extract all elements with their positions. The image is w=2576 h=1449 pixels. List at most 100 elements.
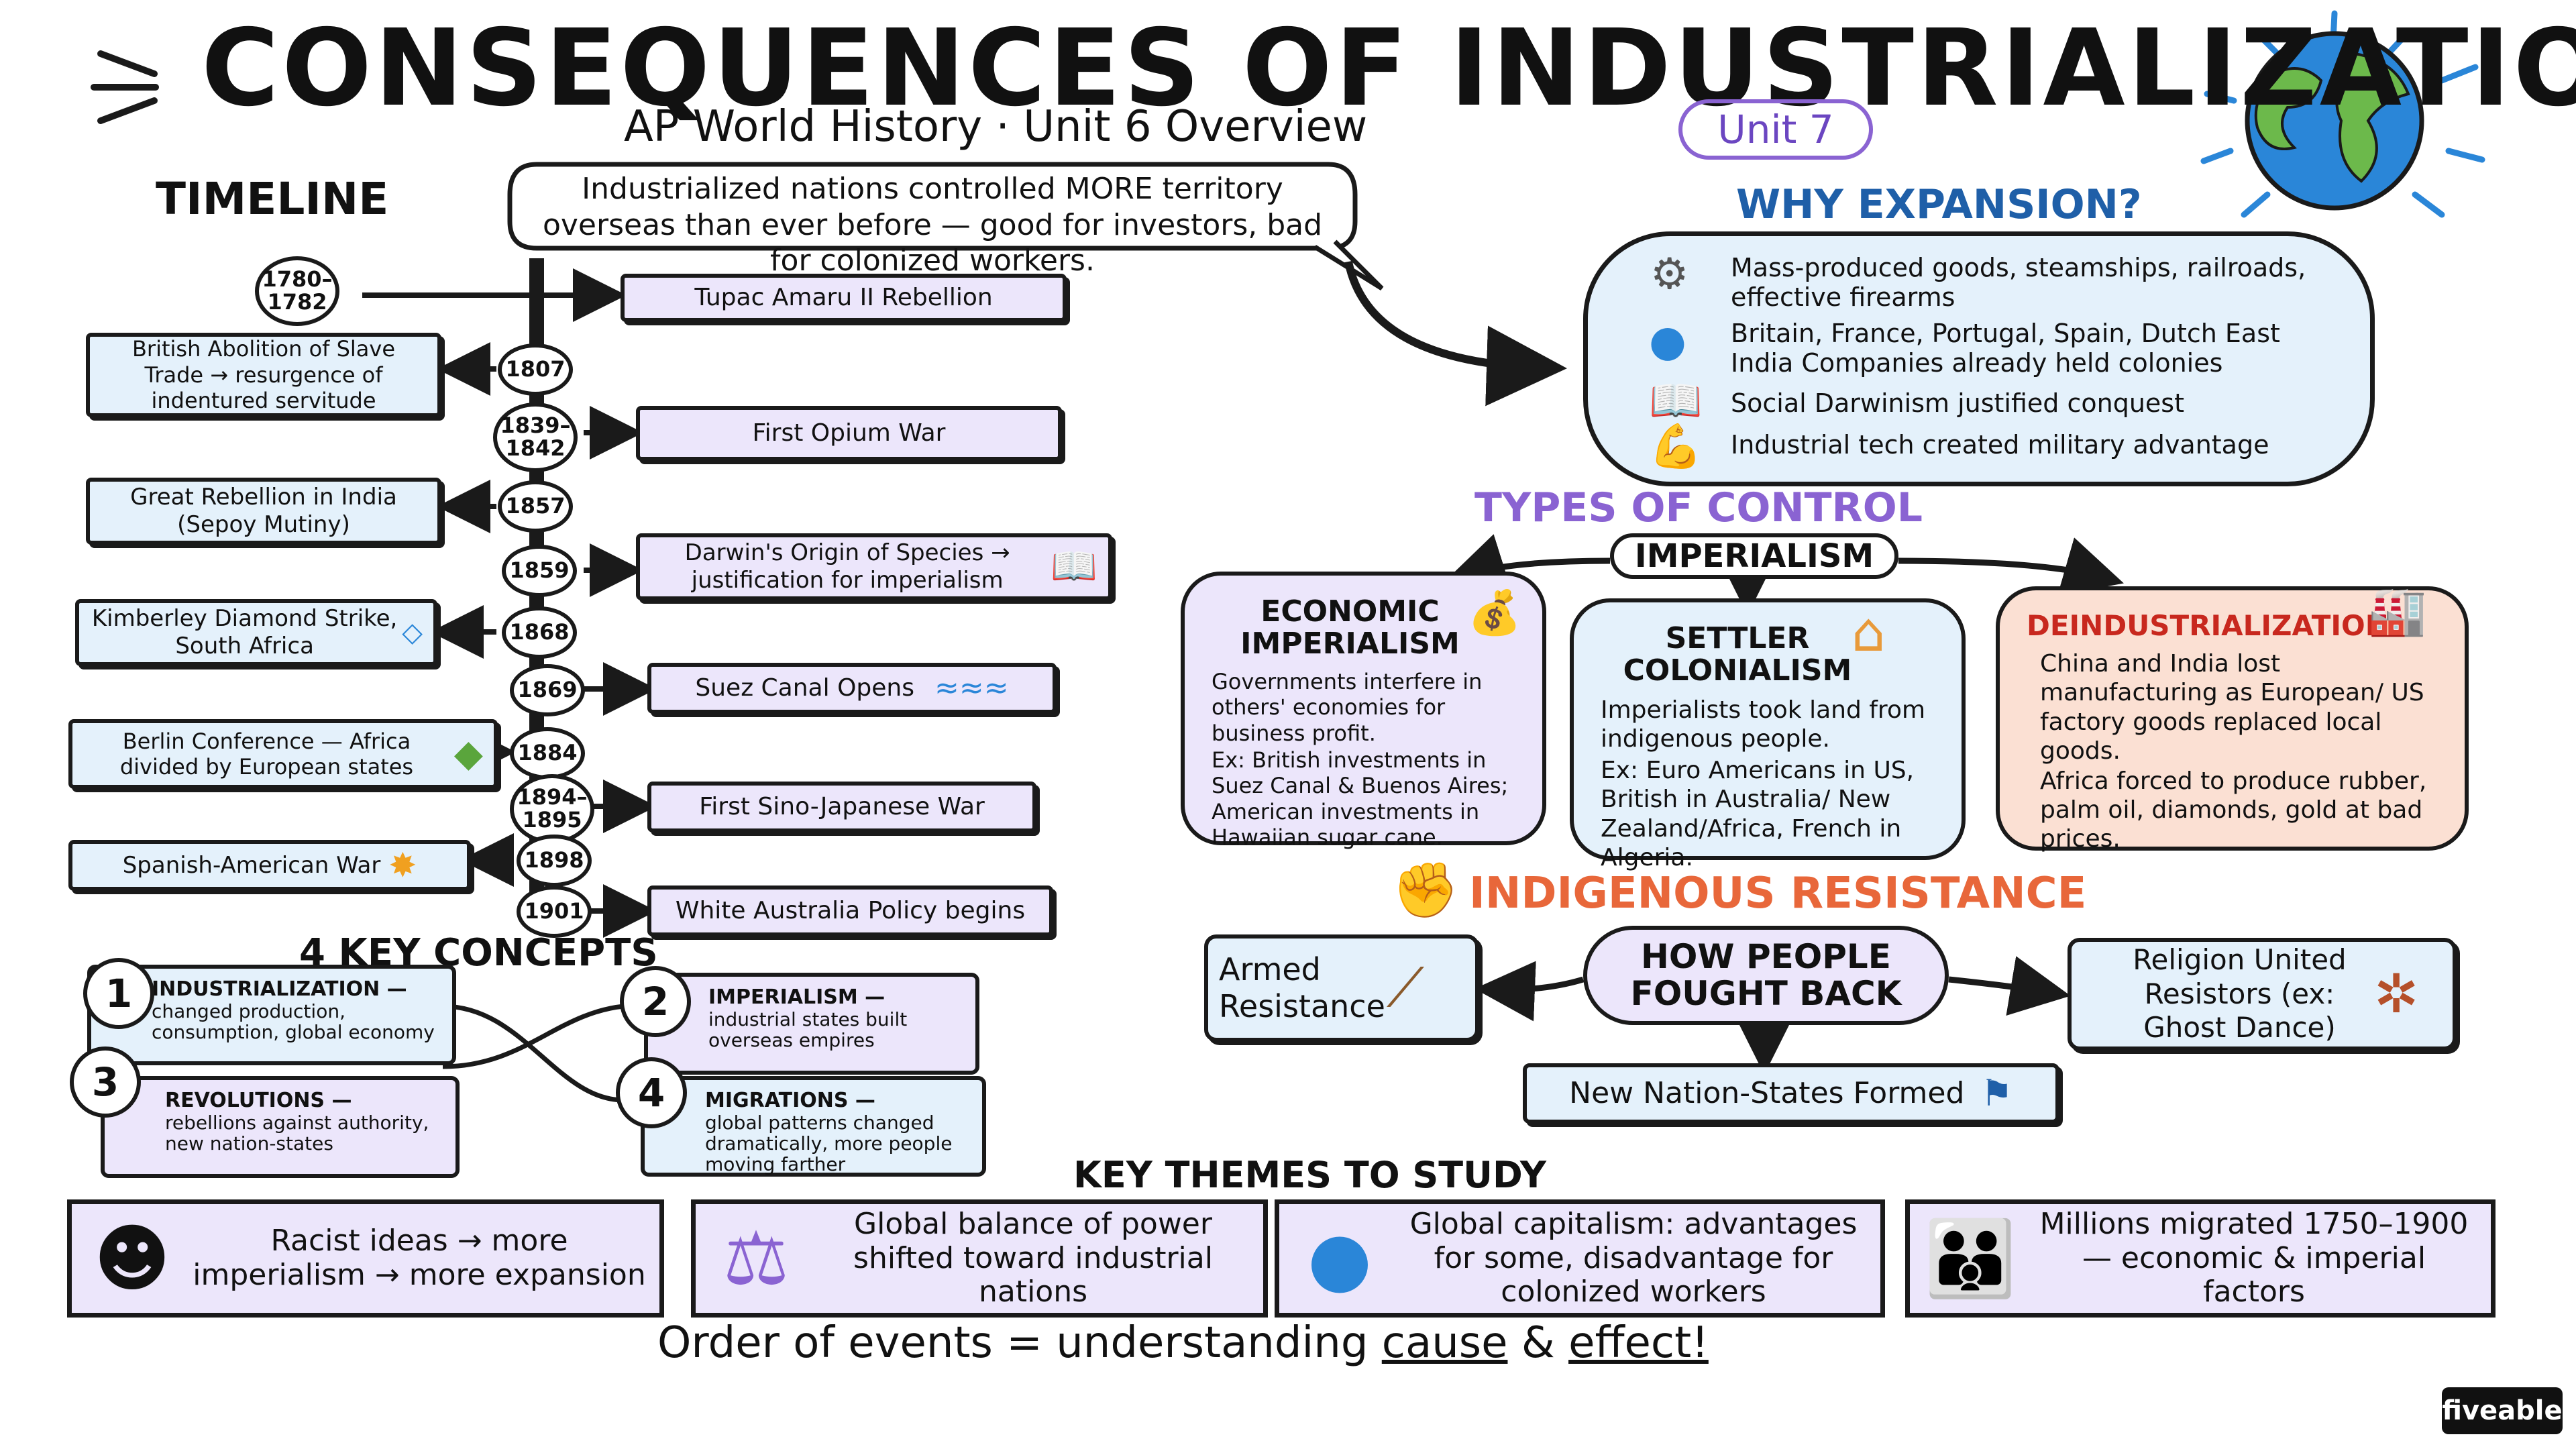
scales-icon: ⚖ (722, 1215, 790, 1301)
diamond-icon: ◇ (402, 617, 423, 648)
armed-resistance-label: Armed Resistance (1219, 951, 1385, 1024)
footer-line: Order of events = understanding cause & … (657, 1318, 1709, 1368)
timeline-heading: TIMELINE (156, 173, 389, 225)
concept-1-title: INDUSTRIALIZATION — (152, 977, 407, 1001)
event-darwin-label: Darwin's Origin of Species → justificati… (684, 539, 1010, 594)
globe-icon (2247, 34, 2422, 208)
religion-resistance: Religion United Resistors (ex: Ghost Dan… (2068, 938, 2457, 1051)
event-suez-label: Suez Canal Opens (695, 674, 914, 702)
theme-4-text: Millions migrated 1750–1900 — economic &… (2039, 1207, 2469, 1309)
footer-effect: effect! (1568, 1318, 1709, 1368)
spear-icon: ⟋ (1387, 957, 1424, 1019)
card-deind-body: China and India lost manufacturing as Eu… (2040, 650, 2424, 765)
waves-icon: ≈≈≈ (934, 670, 1009, 705)
house-icon: ⌂ (1851, 601, 1886, 663)
event-kimberley-label: Kimberley Diamond Strike, South Africa (91, 605, 398, 659)
theme-3-text: Global capitalism: advantages for some, … (1409, 1207, 1858, 1309)
card-settler-body: Imperialists took land from indigenous p… (1601, 696, 1926, 753)
fist-icon: ✊ (1392, 859, 1459, 921)
event-white-australia: White Australia Policy begins (647, 885, 1053, 936)
gear-icon: ⚙ (1650, 250, 1689, 299)
card-settler-title: SETTLER COLONIALISM (1623, 621, 1852, 688)
concept-2-title: IMPERIALISM — (708, 985, 885, 1009)
event-tupac: Tupac Amaru II Rebellion (621, 274, 1067, 322)
card-deind-title: DEINDUSTRIALIZATION (2027, 609, 2389, 642)
concept-2-body: industrial states built overseas empires (708, 1008, 908, 1051)
religion-resistance-label: Religion United Resistors (ex: Ghost Dan… (2133, 943, 2347, 1044)
concept-3-title: REVOLUTIONS — (165, 1089, 352, 1112)
date-1894: 1894– 1895 (510, 774, 594, 844)
concept-3-number: 3 (70, 1046, 141, 1118)
factory-icon: 🏭 (2368, 584, 2427, 639)
event-great-rebellion: Great Rebellion in India (Sepoy Mutiny) (86, 478, 441, 545)
money-bag-icon: 💰 (1468, 588, 1521, 638)
migrants-icon: 👪 (1924, 1215, 2017, 1301)
date-1869: 1869 (510, 664, 585, 716)
card-economic-body: Governments interfere in others' economi… (1212, 668, 1483, 746)
new-nation-states-label: New Nation-States Formed (1569, 1075, 1965, 1110)
date-1898: 1898 (517, 835, 592, 887)
themes-heading: KEY THEMES TO STUDY (1073, 1154, 1546, 1196)
head-silhouette-icon: ☻ (93, 1215, 171, 1301)
card-settler: SETTLER COLONIALISM Imperialists took la… (1570, 598, 1966, 871)
event-sino-japanese: First Sino-Japanese War (647, 782, 1036, 833)
muscle-icon: 💪 (1649, 422, 1703, 472)
open-book-icon: 📖 (1649, 376, 1703, 426)
date-1780: 1780– 1782 (255, 256, 339, 326)
event-berlin-label: Berlin Conference — Africa divided by Eu… (119, 728, 414, 780)
resistance-heading: INDIGENOUS RESISTANCE (1469, 869, 2087, 918)
how-fought-back: HOW PEOPLE FOUGHT BACK (1583, 926, 1949, 1025)
event-spanish-label: Spanish-American War (122, 851, 381, 879)
new-nation-states: New Nation-States Formed ⚑ (1523, 1063, 2059, 1124)
dreamcatcher-icon: ✲ (2373, 963, 2419, 1025)
event-abolition: British Abolition of Slave Trade → resur… (86, 333, 441, 417)
concept-2-number: 2 (620, 966, 691, 1037)
globe-small-icon: ● (1649, 317, 1686, 366)
footer-prefix: Order of events = understanding (657, 1318, 1368, 1368)
footer-cause: cause (1381, 1318, 1508, 1368)
theme-balance-of-power: ⚖ Global balance of power shifted toward… (691, 1199, 1268, 1318)
flag-icon: ⚑ (1980, 1071, 2013, 1114)
why-heading: WHY EXPANSION? (1736, 181, 2142, 228)
concept-3: REVOLUTIONS — rebellions against authori… (101, 1076, 460, 1178)
concept-4-title: MIGRATIONS — (705, 1089, 875, 1112)
event-spanish-american: Spanish-American War ✸ (68, 840, 471, 891)
theme-1-text: Racist ideas → more imperialism → more e… (193, 1224, 646, 1292)
card-deindustrialization: DEINDUSTRIALIZATION China and India lost… (1996, 586, 2469, 853)
card-economic-title: ECONOMIC IMPERIALISM (1240, 594, 1460, 661)
fiveable-logo: fiveable (2442, 1387, 2563, 1434)
date-1884: 1884 (510, 727, 585, 780)
card-settler-example: Ex: Euro Americans in US, British in Aus… (1601, 757, 1915, 871)
explosion-icon: ✸ (388, 846, 417, 885)
card-economic: ECONOMIC IMPERIALISM Governments interfe… (1181, 572, 1546, 850)
date-1857: 1857 (498, 480, 573, 533)
earth-icon: ● (1307, 1215, 1372, 1301)
imperialism-root: IMPERIALISM (1610, 533, 1898, 579)
event-darwin: Darwin's Origin of Species → justificati… (636, 533, 1112, 600)
why-item-4: Industrial tech created military advanta… (1731, 430, 2269, 460)
unit-badge: Unit 7 (1678, 99, 1873, 160)
event-opium: First Opium War (636, 406, 1062, 461)
concept-1: INDUSTRIALIZATION — changed production, … (87, 965, 456, 1065)
theme-global-capitalism: ● Global capitalism: advantages for some… (1275, 1199, 1885, 1318)
theme-migration: 👪 Millions migrated 1750–1900 — economic… (1905, 1199, 2496, 1318)
control-heading: TYPES OF CONTROL (1474, 484, 1923, 531)
concept-1-body: changed production, consumption, global … (152, 1000, 435, 1043)
date-1901: 1901 (517, 885, 592, 938)
book-icon: 📖 (1051, 545, 1097, 589)
card-deind-example: Africa forced to produce rubber, palm oi… (2040, 767, 2427, 853)
why-cloud (1583, 231, 2375, 486)
date-1839: 1839– 1842 (493, 402, 578, 472)
page-subtitle: AP World History · Unit 6 Overview (624, 102, 1368, 152)
concept-2: IMPERIALISM — industrial states built ov… (644, 973, 979, 1075)
date-1868: 1868 (502, 606, 577, 659)
date-1807: 1807 (498, 343, 573, 396)
page-title: CONSEQUENCES OF INDUSTRIALIZATION (201, 7, 2576, 130)
concept-3-body: rebellions against authority, new nation… (165, 1111, 429, 1155)
card-economic-example: Ex: British investments in Suez Canal & … (1212, 747, 1509, 851)
theme-racist-ideas: ☻ Racist ideas → more imperialism → more… (67, 1199, 664, 1318)
event-berlin: Berlin Conference — Africa divided by Eu… (68, 719, 498, 789)
event-kimberley: Kimberley Diamond Strike, South Africa ◇ (75, 599, 437, 666)
theme-2-text: Global balance of power shifted toward i… (853, 1207, 1213, 1309)
concept-4-body: global patterns changed dramatically, mo… (705, 1111, 953, 1176)
